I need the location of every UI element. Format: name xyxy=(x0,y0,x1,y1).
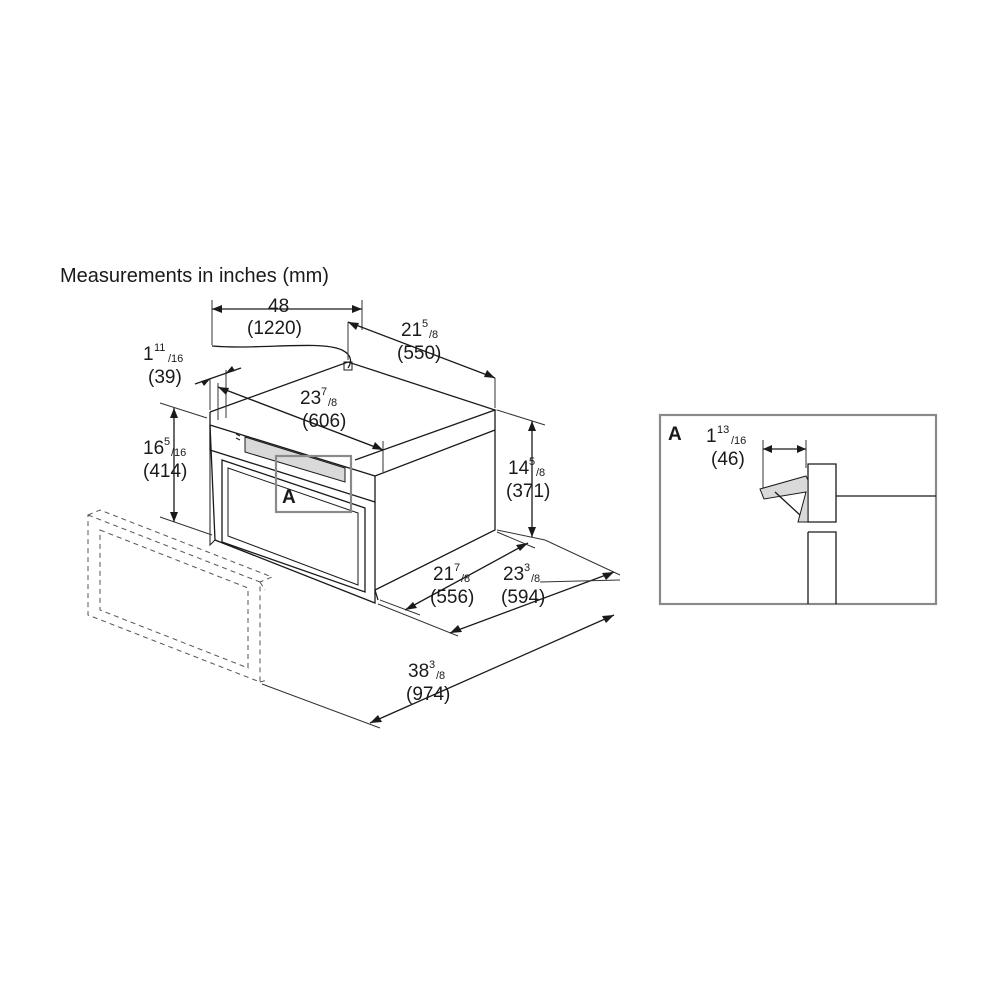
dim-overall-depth: 23 3 /8 (594) xyxy=(501,562,545,608)
dim-front-offset: 1 11 /16 (39) xyxy=(143,342,183,388)
dim-width-top-num: 7 xyxy=(321,386,327,398)
detail-panel-frame xyxy=(658,413,938,606)
dim-front-height-mm: (414) xyxy=(143,461,187,482)
dim-front-offset-den: /16 xyxy=(168,353,183,365)
dim-body-height-den: /8 xyxy=(536,467,545,479)
dim-body-height-mm: (371) xyxy=(506,481,550,502)
dim-width-top-whole: 23 xyxy=(300,388,321,409)
dim-body-height-num: 5 xyxy=(529,456,535,468)
dim-front-height-whole: 16 xyxy=(143,438,164,459)
dim-depth-top-whole: 21 xyxy=(401,320,422,341)
dim-body-depth-whole: 21 xyxy=(433,564,454,585)
dim-door-open-depth-num: 3 xyxy=(429,659,435,671)
dim-handle-depth-mm: (46) xyxy=(711,449,745,470)
appliance-body xyxy=(209,344,498,604)
dim-body-depth: 21 7 /8 (556) xyxy=(430,562,474,608)
dim-front-offset-num: 11 xyxy=(154,342,165,354)
dim-body-depth-mm: (556) xyxy=(430,587,474,608)
dim-front-offset-mm: (39) xyxy=(148,367,182,388)
dim-handle-depth-num: 13 xyxy=(717,424,729,436)
dim-front-height: 16 5 /16 (414) xyxy=(143,436,187,482)
dim-depth-top-mm: (550) xyxy=(397,343,441,364)
dim-overall-depth-den: /8 xyxy=(531,573,540,585)
dim-overall-depth-num: 3 xyxy=(524,562,530,574)
dim-overall-depth-mm: (594) xyxy=(501,587,545,608)
detail-panel-a: A 1 13 /16 (46) xyxy=(658,413,938,606)
dim-cord: 48 (1220) xyxy=(247,296,302,339)
dim-handle-depth: 1 13 /16 (46) xyxy=(706,424,746,470)
dim-width-top-mm: (606) xyxy=(302,411,346,432)
dim-front-height-den: /16 xyxy=(171,447,186,459)
callout-label-a: A xyxy=(282,487,296,508)
dimension-lines xyxy=(159,300,621,729)
open-door-outline xyxy=(87,509,274,683)
dim-cord-inches: 48 xyxy=(268,296,289,317)
dim-front-height-num: 5 xyxy=(164,436,170,448)
dim-handle-depth-whole: 1 xyxy=(706,426,717,447)
dim-body-depth-den: /8 xyxy=(461,573,470,585)
dim-front-offset-whole: 1 xyxy=(143,344,154,365)
callout-box-a xyxy=(274,454,353,514)
dim-handle-depth-den: /16 xyxy=(731,435,746,447)
dim-door-open-depth-den: /8 xyxy=(436,670,445,682)
dim-width-top: 23 7 /8 (606) xyxy=(300,386,346,432)
dim-depth-top-den: /8 xyxy=(429,329,438,341)
detail-label-a: A xyxy=(668,424,682,445)
dim-depth-top-num: 5 xyxy=(422,318,428,330)
dim-body-height: 14 5 /8 (371) xyxy=(506,456,550,502)
dim-door-open-depth-mm: (974) xyxy=(406,684,450,705)
dim-door-open-depth: 38 3 /8 (974) xyxy=(406,659,450,705)
dim-cord-mm: (1220) xyxy=(247,318,302,339)
dim-overall-depth-whole: 23 xyxy=(503,564,524,585)
dim-body-height-whole: 14 xyxy=(508,458,530,479)
dim-depth-top: 21 5 /8 (550) xyxy=(397,318,441,364)
dim-door-open-depth-whole: 38 xyxy=(408,661,429,682)
dim-width-top-den: /8 xyxy=(328,397,337,409)
dim-body-depth-num: 7 xyxy=(454,562,460,574)
drawing-title: Measurements in inches (mm) xyxy=(60,265,329,287)
